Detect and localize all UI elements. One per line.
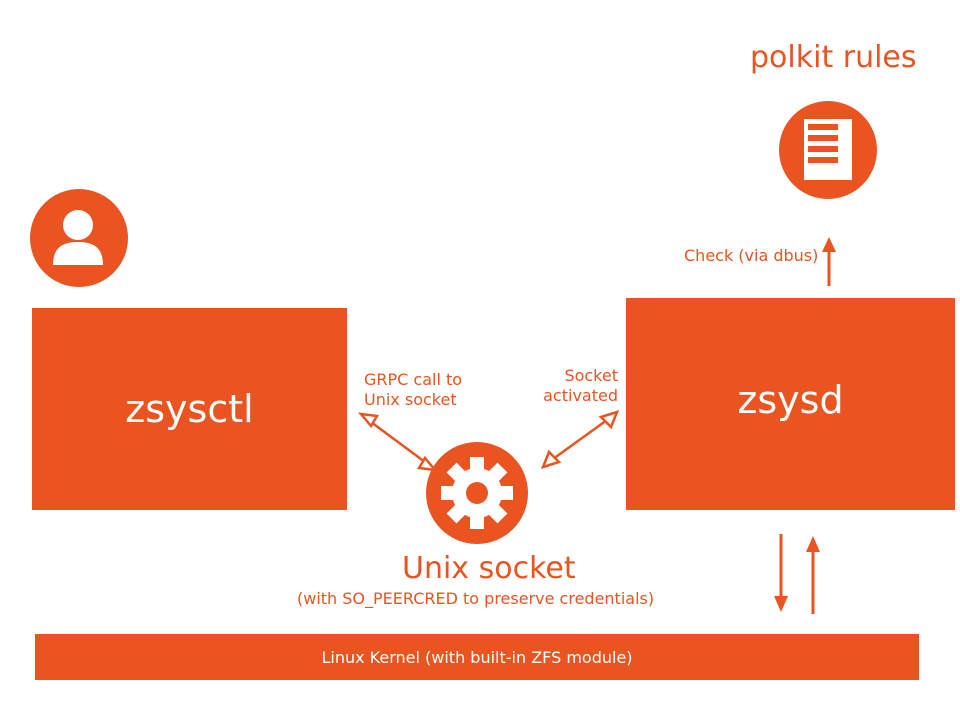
kernel-arrow-down (774, 534, 788, 612)
unix-socket-title: Unix socket (402, 551, 576, 586)
kernel-arrow-up (806, 536, 820, 614)
polkit-rules-title: polkit rules (750, 40, 917, 75)
kernel-bar: Linux Kernel (with built-in ZFS module) (35, 634, 919, 680)
socket-activated-label: Socket activated (543, 366, 618, 405)
zsysd-label: zsysd (737, 378, 844, 422)
unix-socket-subtitle: (with SO_PEERCRED to preserve credential… (297, 589, 655, 608)
grpc-call-label: GRPC call to Unix socket (364, 370, 463, 409)
gear-icon (426, 442, 528, 544)
zsysctl-label: zsysctl (125, 387, 254, 431)
socket-activated-double-arrow (540, 410, 620, 469)
user-icon (30, 189, 128, 287)
check-arrow-up (822, 237, 836, 286)
kernel-label: Linux Kernel (with built-in ZFS module) (321, 647, 633, 667)
zsysctl-box: zsysctl (32, 308, 347, 510)
grpc-double-arrow (358, 412, 438, 472)
zsysd-box: zsysd (626, 298, 955, 510)
document-icon (779, 101, 877, 199)
check-via-dbus-label: Check (via dbus) (684, 246, 819, 265)
